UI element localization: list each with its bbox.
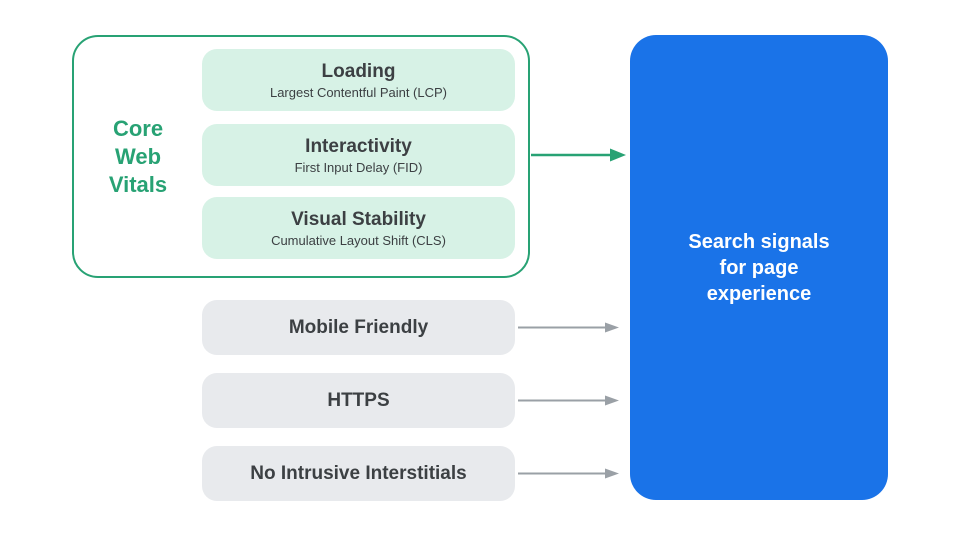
signal-card-https: HTTPS (202, 373, 515, 428)
signal-card-mobile-friendly: Mobile Friendly (202, 300, 515, 355)
metric-subtitle-lcp: Largest Contentful Paint (LCP) (269, 84, 448, 100)
metric-subtitle-cls: Cumulative Layout Shift (CLS) (271, 232, 446, 248)
metric-card-interactivity: Interactivity First Input Delay (FID) (202, 124, 515, 186)
metric-card-visual-stability: Visual Stability Cumulative Layout Shift… (202, 197, 515, 259)
metric-title-loading: Loading (321, 60, 396, 82)
search-signals-label: Search signals for page experience (688, 230, 830, 305)
arrow-no-intrusive-interstitials (518, 468, 619, 479)
metric-subtitle-fid: First Input Delay (FID) (294, 159, 423, 175)
search-signals-box: Search signals for page experience (630, 35, 888, 500)
arrow-core-web-vitals (531, 148, 626, 162)
core-web-vitals-label: Core Web Vitals (108, 115, 168, 197)
arrow-mobile-friendly (518, 322, 619, 333)
arrow-https (518, 395, 619, 406)
metric-title-visual-stability: Visual Stability (291, 208, 426, 230)
metric-card-loading: Loading Largest Contentful Paint (LCP) (202, 49, 515, 111)
signal-card-no-intrusive-interstitials: No Intrusive Interstitials (202, 446, 515, 501)
metric-title-interactivity: Interactivity (305, 135, 412, 157)
